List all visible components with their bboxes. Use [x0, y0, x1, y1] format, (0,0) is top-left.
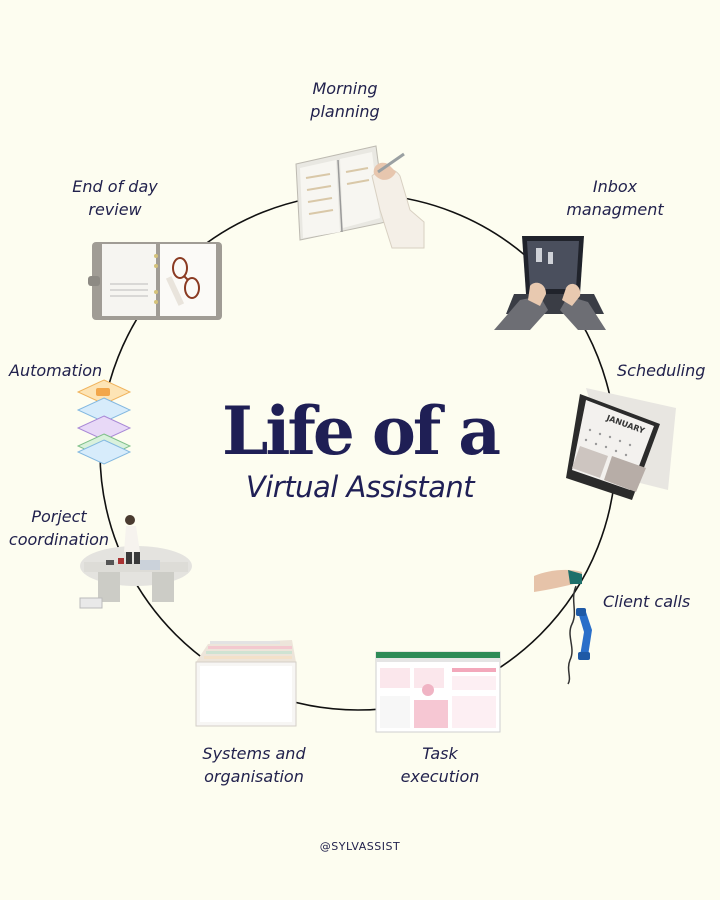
file-box-photo	[195, 640, 297, 727]
step-morning-planning: Morning planning	[300, 77, 390, 123]
step-systems-organisation: Systems and organisation	[195, 742, 313, 788]
step-label-line: Inbox	[592, 177, 638, 196]
step-label-line: End of day	[72, 177, 158, 196]
automation-stack-illustration	[76, 379, 132, 465]
spreadsheet-photo	[375, 651, 501, 733]
step-label-line: planning	[310, 102, 380, 121]
step-label-line: Client calls	[603, 592, 691, 611]
planner-photo	[295, 145, 425, 249]
step-project-coordination: Porject coordination	[4, 505, 114, 551]
step-label-line: Porject	[31, 507, 87, 526]
step-task-execution: Task execution	[390, 742, 490, 788]
step-label-line: coordination	[8, 530, 110, 549]
step-label-line: review	[88, 200, 142, 219]
step-label-line: Task	[422, 744, 458, 763]
desk-photo	[79, 515, 192, 609]
step-end-of-day-review: End of day review	[60, 175, 170, 221]
step-label-line: Scheduling	[617, 361, 706, 380]
step-client-calls: Client calls	[603, 590, 690, 613]
step-inbox-management: Inbox managment	[560, 175, 670, 221]
step-label-line: Automation	[9, 361, 103, 380]
calendar-tablet-photo: JANUARY	[566, 388, 676, 500]
step-label-line: execution	[400, 767, 480, 786]
telephone-photo	[534, 569, 592, 685]
social-handle: @SYLVASSIST	[319, 840, 401, 853]
step-automation: Automation	[9, 359, 102, 382]
page-title: Life of a	[222, 392, 501, 470]
step-scheduling: Scheduling	[617, 359, 705, 382]
step-label-line: managment	[566, 200, 664, 219]
step-label-line: organisation	[204, 767, 304, 786]
step-label-line: Systems and	[202, 744, 306, 763]
page-subtitle: Virtual Assistant	[245, 470, 475, 504]
laptop-photo	[494, 236, 606, 330]
step-label-line: Morning	[312, 79, 378, 98]
review-planner-photo	[88, 242, 222, 320]
